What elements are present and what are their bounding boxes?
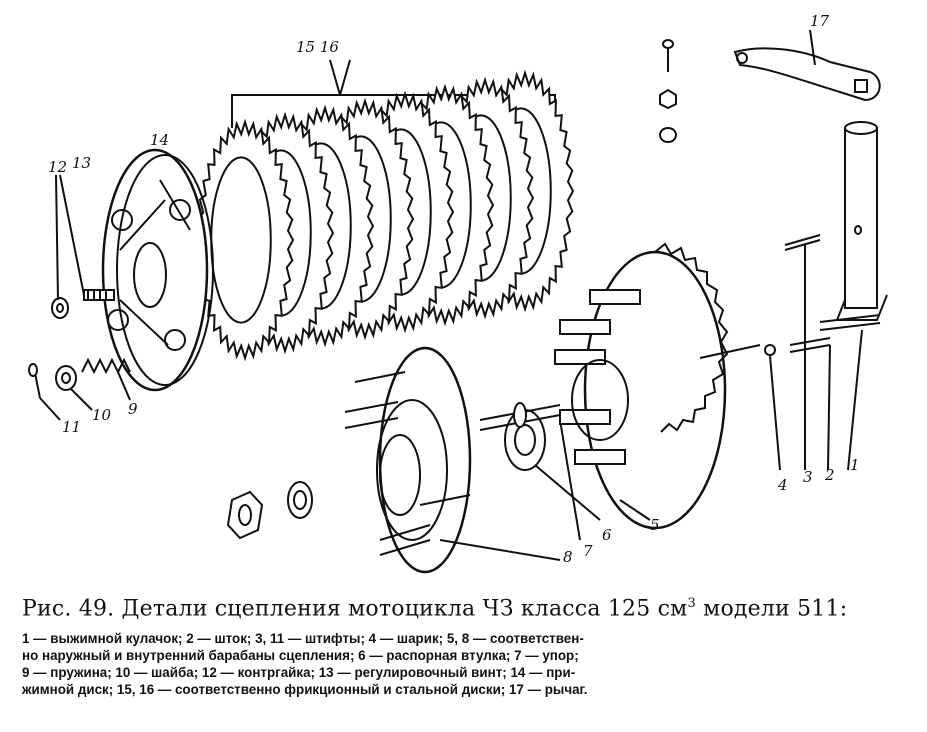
outer-drum [554, 242, 729, 530]
caption-title-tail: модели 511: [695, 596, 848, 622]
friction-steel-discs [195, 69, 575, 362]
ball [699, 344, 781, 471]
rod [789, 337, 831, 471]
caption-title-sup: 3 [687, 596, 696, 611]
pin-3 [784, 234, 821, 470]
inner-drum [344, 346, 561, 574]
pressure-disc [101, 148, 214, 392]
label-10: 10 [92, 406, 112, 424]
legend-line: жимной диск; 15, 16 — соответственно фри… [22, 682, 588, 697]
washer [55, 365, 93, 411]
label-17: 17 [810, 12, 830, 30]
adjusting-screw [59, 174, 115, 301]
label-2: 2 [824, 466, 835, 484]
label-12: 12 [48, 158, 67, 176]
pin [28, 363, 61, 421]
label-4: 4 [777, 476, 788, 494]
drum-nut [226, 490, 264, 540]
lever [733, 29, 881, 102]
release-cam [819, 121, 888, 471]
drum-lock-washer [287, 481, 313, 519]
label-1: 1 [850, 456, 860, 474]
legend-line: 1 — выжимной кулачок; 2 — шток; 3, 11 — … [22, 631, 584, 646]
label-7: 7 [583, 542, 593, 560]
label-15-16: 15 16 [296, 38, 339, 56]
clutch-exploded-drawing: 1 2 3 4 5 6 7 8 9 10 11 12 13 14 15 16 1… [28, 12, 888, 574]
thrust-stop [479, 402, 581, 541]
legend-line: 9 — пружина; 10 — шайба; 12 — контргайка… [22, 665, 576, 680]
part-labels: 1 2 3 4 5 6 7 8 9 10 11 12 13 14 15 16 1… [48, 12, 860, 566]
spring [81, 357, 131, 401]
legend-line: но наружный и внутренний барабаны сцепле… [22, 648, 579, 663]
label-8: 8 [563, 548, 573, 566]
spacer-sleeve [504, 409, 601, 521]
figure-caption-title: Рис. 49. Детали сцепления мотоцикла ЧЗ к… [22, 596, 912, 621]
label-3: 3 [803, 468, 813, 486]
figure-legend: 1 — выжимной кулачок; 2 — шток; 3, 11 — … [22, 630, 902, 698]
label-6: 6 [602, 526, 612, 544]
locknut [51, 174, 69, 319]
label-11: 11 [62, 418, 81, 436]
label-13: 13 [72, 154, 91, 172]
label-14: 14 [150, 131, 169, 149]
label-9: 9 [128, 400, 138, 418]
lever-bolt [659, 39, 677, 143]
label-5: 5 [650, 516, 660, 534]
caption-title-main: Рис. 49. Детали сцепления мотоцикла ЧЗ к… [22, 596, 688, 622]
